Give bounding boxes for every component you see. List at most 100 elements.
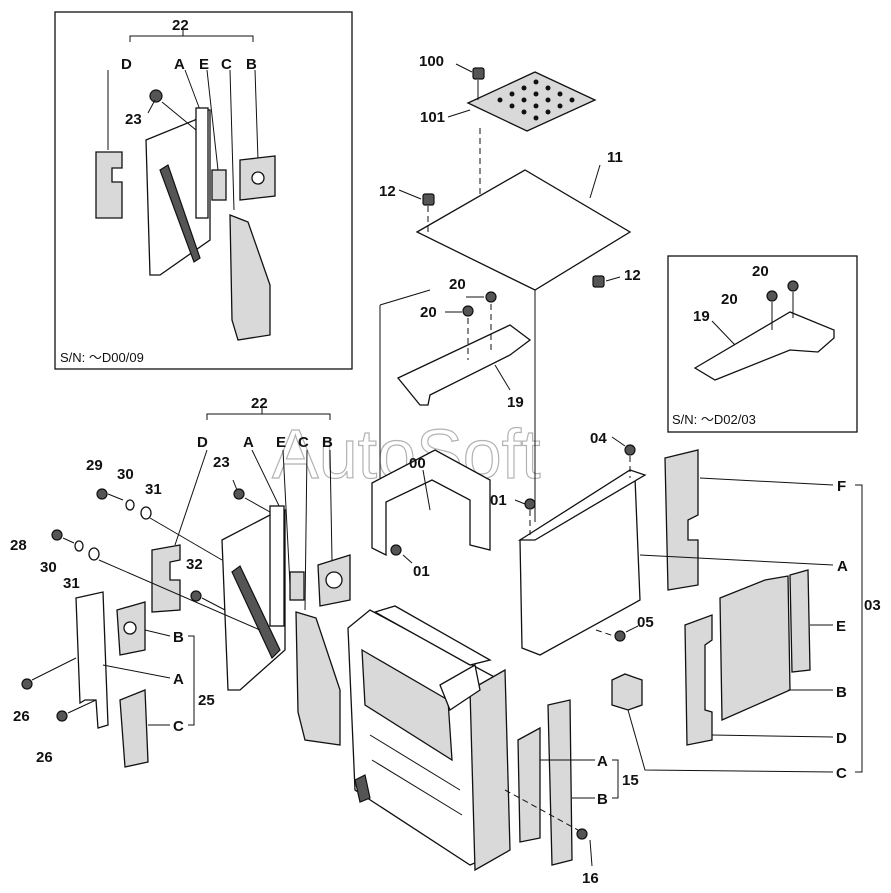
label-16: 16 bbox=[582, 870, 599, 887]
inset-bolt-icon-b bbox=[766, 290, 778, 302]
label-15-A: A bbox=[597, 753, 608, 770]
pad-D bbox=[684, 614, 713, 746]
inset-top-left: 22 D A E C B 23 S/N: ～D00/09 bbox=[54, 11, 353, 370]
inset-serial-note: S/N: ～D00/09 bbox=[60, 350, 144, 365]
label-30b: 30 bbox=[40, 559, 57, 576]
grille-plate bbox=[466, 71, 597, 132]
label-25-C: C bbox=[173, 718, 184, 735]
label-right-A: A bbox=[837, 558, 848, 575]
pad-22-C bbox=[289, 571, 305, 601]
plate-25 bbox=[75, 591, 109, 729]
right-pad-group: F A E B D C 03 bbox=[611, 449, 881, 782]
main-labels: 100 101 11 12 12 20 20 19 00 01 01 04 05 bbox=[379, 53, 654, 631]
bolt-05-icon bbox=[614, 630, 626, 642]
inset-right: 20 20 19 S/N: ～D02/03 bbox=[667, 255, 858, 433]
frame-00 bbox=[371, 449, 491, 557]
washer-30a bbox=[125, 499, 135, 511]
label-28: 28 bbox=[10, 537, 27, 554]
grille-holes bbox=[497, 79, 575, 121]
pad-22-D bbox=[151, 544, 181, 613]
bolt-01a-icon bbox=[390, 544, 402, 556]
top-cover-11 bbox=[415, 169, 632, 291]
inset-label-D: D bbox=[121, 56, 132, 73]
label-right-E: E bbox=[836, 618, 846, 635]
label-22: 22 bbox=[251, 395, 268, 412]
label-31a: 31 bbox=[145, 481, 162, 498]
washer-31a bbox=[140, 506, 152, 520]
pad-25-C bbox=[119, 689, 149, 768]
pad-B bbox=[719, 575, 791, 721]
label-31b: 31 bbox=[63, 575, 80, 592]
inset-label-A: A bbox=[174, 56, 185, 73]
far-left-group: B A C 25 28 30 31 26 26 bbox=[10, 529, 261, 768]
label-20a: 20 bbox=[449, 276, 466, 293]
pad-F bbox=[664, 449, 699, 591]
seal-15-B bbox=[547, 699, 573, 866]
label-32: 32 bbox=[186, 556, 203, 573]
bolt-28-icon bbox=[51, 529, 63, 541]
bolt-12a-icon bbox=[422, 193, 435, 206]
inset-label-E: E bbox=[199, 56, 209, 73]
pad-C bbox=[611, 673, 643, 711]
inset-pad-D bbox=[95, 151, 123, 219]
label-01a: 01 bbox=[413, 563, 430, 580]
inset-right-label-19: 19 bbox=[693, 308, 710, 325]
label-00: 00 bbox=[409, 455, 426, 472]
label-19: 19 bbox=[507, 394, 524, 411]
label-15: 15 bbox=[622, 772, 639, 789]
inset-panel-E bbox=[229, 214, 271, 341]
bolt-01b-icon bbox=[524, 498, 536, 510]
label-22-A: A bbox=[243, 434, 254, 451]
bolt-16-icon bbox=[576, 828, 588, 840]
label-04: 04 bbox=[590, 430, 607, 447]
label-29: 29 bbox=[86, 457, 103, 474]
label-01b: 01 bbox=[490, 492, 507, 509]
inset-label-B: B bbox=[246, 56, 257, 73]
label-30a: 30 bbox=[117, 466, 134, 483]
inset-right-serial-note: S/N: ～D02/03 bbox=[672, 412, 756, 427]
bolt-29-icon bbox=[96, 488, 108, 500]
inset-right-label-20a: 20 bbox=[752, 263, 769, 280]
washer-30b bbox=[74, 540, 84, 552]
inset-bolt-icon-a bbox=[787, 280, 799, 292]
bolt-26a-icon bbox=[21, 678, 33, 690]
bolt-20a-icon bbox=[462, 305, 474, 317]
label-22-D: D bbox=[197, 434, 208, 451]
label-12a: 12 bbox=[379, 183, 396, 200]
panel-22-E bbox=[295, 611, 341, 746]
label-right-B: B bbox=[836, 684, 847, 701]
inset-strip-A bbox=[195, 107, 209, 219]
label-right-F: F bbox=[837, 478, 846, 495]
inset-right-label-20b: 20 bbox=[721, 291, 738, 308]
bolt-32-icon bbox=[190, 590, 202, 602]
inset-top-left-frame bbox=[54, 11, 353, 370]
label-100: 100 bbox=[419, 53, 444, 70]
label-22-E: E bbox=[276, 434, 286, 451]
label-25-B: B bbox=[173, 629, 184, 646]
inset-group-bracket bbox=[129, 35, 254, 42]
label-26b: 26 bbox=[36, 749, 53, 766]
label-right-D: D bbox=[836, 730, 847, 747]
radiator-core: A B 15 16 bbox=[347, 605, 639, 887]
label-12b: 12 bbox=[624, 267, 641, 284]
bolt-12b-icon bbox=[592, 275, 605, 288]
seal-15-A bbox=[517, 726, 541, 843]
label-22-B: B bbox=[322, 434, 333, 451]
label-05: 05 bbox=[637, 614, 654, 631]
inset-pad-C bbox=[211, 169, 227, 201]
bolt-20b-icon bbox=[485, 291, 497, 303]
shroud-assembly bbox=[371, 436, 647, 656]
bolt-26b-icon bbox=[56, 710, 68, 722]
label-11: 11 bbox=[607, 149, 623, 166]
radiator-upper-tank bbox=[361, 648, 453, 762]
label-03: 03 bbox=[864, 597, 881, 614]
label-20b: 20 bbox=[420, 304, 437, 321]
pad-E bbox=[789, 569, 811, 673]
left-side-group: 22 D A E C B 29 30 31 23 32 bbox=[86, 395, 351, 746]
bolt-23-icon bbox=[233, 488, 245, 500]
inset-right-frame bbox=[667, 255, 858, 433]
strip-22-A bbox=[269, 505, 285, 627]
inset-bolt-icon bbox=[149, 89, 163, 103]
inset-label-22: 22 bbox=[172, 17, 189, 34]
bolt-04-icon bbox=[624, 444, 636, 456]
